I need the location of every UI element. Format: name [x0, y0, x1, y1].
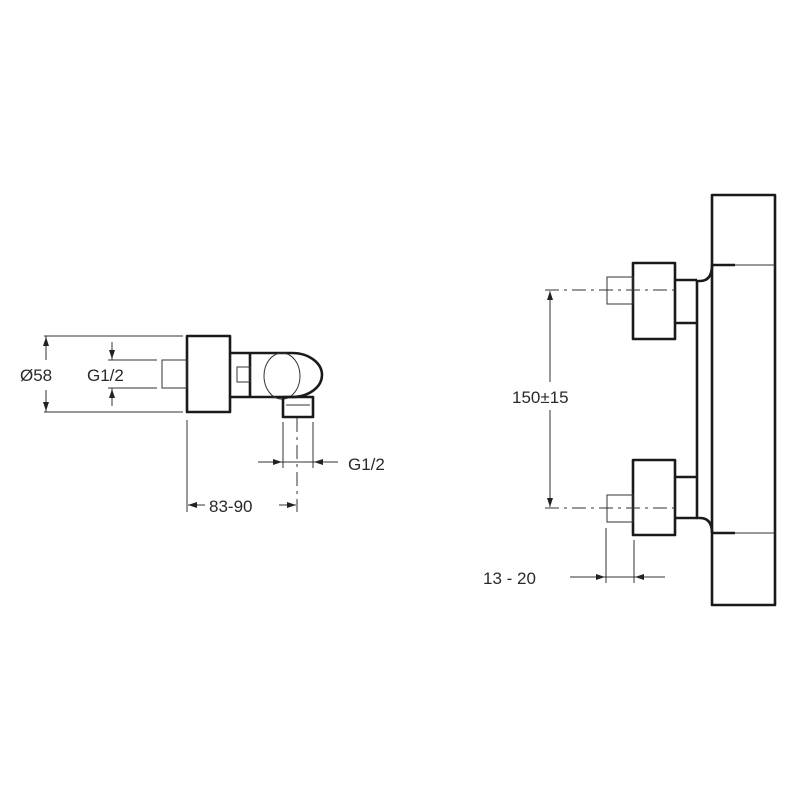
offset-dimension: 13 - 20 [483, 528, 665, 588]
inlet-stub [161, 359, 188, 389]
front-view: 150±15 13 - 20 [483, 193, 777, 607]
depth-label: 83-90 [209, 497, 252, 516]
thermostatic-bar [710, 193, 777, 607]
diameter-dimension: Ø58 [20, 335, 183, 413]
wall-pipe [695, 264, 714, 534]
inner-connector [236, 366, 251, 383]
inlet-thread-dimension: G1/2 [87, 342, 157, 406]
side-view: Ø58 G1/2 G1/2 83-9 [20, 334, 385, 516]
outlet-thread-label: G1/2 [348, 455, 385, 474]
control-knob [263, 352, 301, 400]
mixer-body [230, 351, 324, 399]
outlet-thread-dimension: G1/2 [258, 422, 385, 474]
inlet-thread-label: G1/2 [87, 366, 124, 385]
top-eccentric-connector [545, 261, 697, 341]
diameter-label: Ø58 [20, 366, 52, 385]
outlet-connector [281, 395, 315, 419]
spacing-label: 150±15 [512, 388, 569, 407]
wall-flange [185, 334, 232, 414]
offset-label: 13 - 20 [483, 569, 536, 588]
bottom-eccentric-connector [545, 458, 697, 537]
depth-dimension: 83-90 [186, 418, 298, 516]
spacing-dimension: 150±15 [512, 291, 569, 507]
